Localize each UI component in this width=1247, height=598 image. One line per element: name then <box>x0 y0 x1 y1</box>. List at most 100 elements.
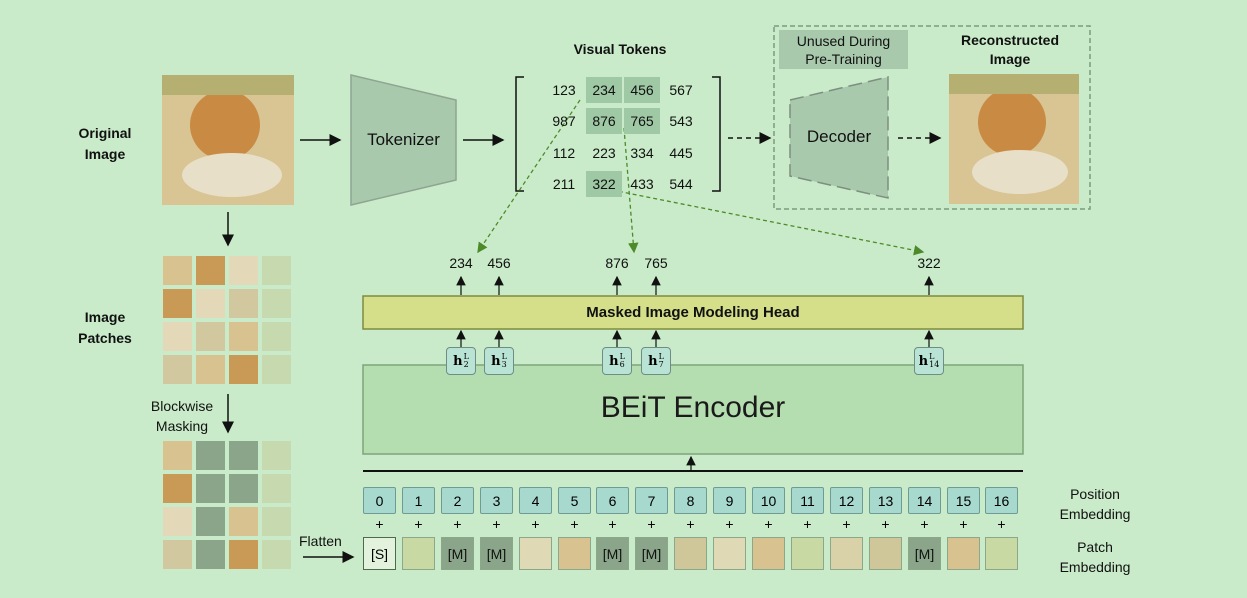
position-token: 0 <box>363 487 396 514</box>
visual-token: 445 <box>669 145 693 161</box>
decoder-shape <box>789 76 889 199</box>
visual-token: 765 <box>624 108 660 134</box>
masked-patch <box>196 474 225 503</box>
position-token: 3 <box>480 487 513 514</box>
image-patch <box>196 355 225 384</box>
predicted-token: 456 <box>487 255 511 271</box>
plus-sign: + <box>375 516 384 532</box>
position-token: 12 <box>830 487 863 514</box>
mask-token: [M] <box>441 537 474 570</box>
tokenizer-label: Tokenizer <box>367 130 440 149</box>
flatten-label: Flatten <box>299 533 342 549</box>
visible-patch <box>163 507 192 536</box>
plus-sign: + <box>570 516 579 532</box>
image-patch <box>163 256 192 285</box>
image-patch <box>229 355 258 384</box>
image-patch <box>229 322 258 351</box>
patch-token <box>791 537 824 570</box>
image-patch <box>196 322 225 351</box>
plus-sign: + <box>492 516 501 532</box>
image-patch <box>262 355 291 384</box>
position-token: 1 <box>402 487 435 514</box>
plus-sign: + <box>997 516 1006 532</box>
visible-patch <box>262 507 291 536</box>
visible-patch <box>262 540 291 569</box>
left-bracket <box>515 76 524 192</box>
image-patch <box>229 289 258 318</box>
visual-token: 112 <box>552 145 576 161</box>
mim-head-label: Masked Image Modeling Head <box>586 304 800 321</box>
visual-token: 322 <box>586 171 622 197</box>
image-patch <box>196 289 225 318</box>
plus-sign: + <box>414 516 423 532</box>
position-token: 16 <box>985 487 1018 514</box>
position-token: 15 <box>947 487 980 514</box>
patch-token <box>674 537 707 570</box>
unused-container <box>773 25 1091 210</box>
position-token: 4 <box>519 487 552 514</box>
plus-sign: + <box>608 516 617 532</box>
plus-sign: + <box>959 516 968 532</box>
predicted-token: 322 <box>917 255 941 271</box>
plus-sign: + <box>842 516 851 532</box>
visual-token: 334 <box>630 145 654 161</box>
tokenizer-shape <box>350 74 457 206</box>
patch-token <box>752 537 785 570</box>
plus-sign: + <box>920 516 929 532</box>
masked-patch <box>196 441 225 470</box>
mask-token: [M] <box>480 537 513 570</box>
masked-patch <box>196 540 225 569</box>
image-patch <box>262 289 291 318</box>
cls-token: [S] <box>363 537 396 570</box>
masked-patch <box>196 507 225 536</box>
position-token: 7 <box>635 487 668 514</box>
visible-patch <box>229 540 258 569</box>
patch-token <box>519 537 552 570</box>
position-token: 2 <box>441 487 474 514</box>
image-patch <box>229 256 258 285</box>
image-patch <box>262 322 291 351</box>
dog-head-reconstructed <box>978 88 1046 156</box>
visual-token: 543 <box>669 113 693 129</box>
right-bracket <box>712 76 721 192</box>
visible-patch <box>163 441 192 470</box>
plus-sign: + <box>453 516 462 532</box>
plus-sign: + <box>764 516 773 532</box>
position-token: 8 <box>674 487 707 514</box>
visual-token: 544 <box>669 176 693 192</box>
mim-head-box <box>362 295 1024 330</box>
visual-tokens-title: Visual Tokens <box>573 41 667 57</box>
visible-patch <box>262 441 291 470</box>
patch-token <box>985 537 1018 570</box>
position-token: 5 <box>558 487 591 514</box>
pred-arrow-234 <box>477 99 581 254</box>
mask-token: [M] <box>596 537 629 570</box>
plus-sign: + <box>686 516 695 532</box>
visual-token: 211 <box>552 176 576 192</box>
predicted-token: 876 <box>605 255 629 271</box>
patch-token <box>947 537 980 570</box>
position-token: 13 <box>869 487 902 514</box>
visual-token: 876 <box>586 108 622 134</box>
encoder-label: BEiT Encoder <box>600 391 786 424</box>
position-token: 9 <box>713 487 746 514</box>
image-patch <box>163 289 192 318</box>
image-patch <box>262 256 291 285</box>
unused-label-bg <box>779 30 908 69</box>
visual-token: 567 <box>669 82 693 98</box>
masked-patch <box>229 474 258 503</box>
position-token: 10 <box>752 487 785 514</box>
predicted-token: 765 <box>644 255 668 271</box>
patch-token <box>713 537 746 570</box>
patch-token <box>402 537 435 570</box>
